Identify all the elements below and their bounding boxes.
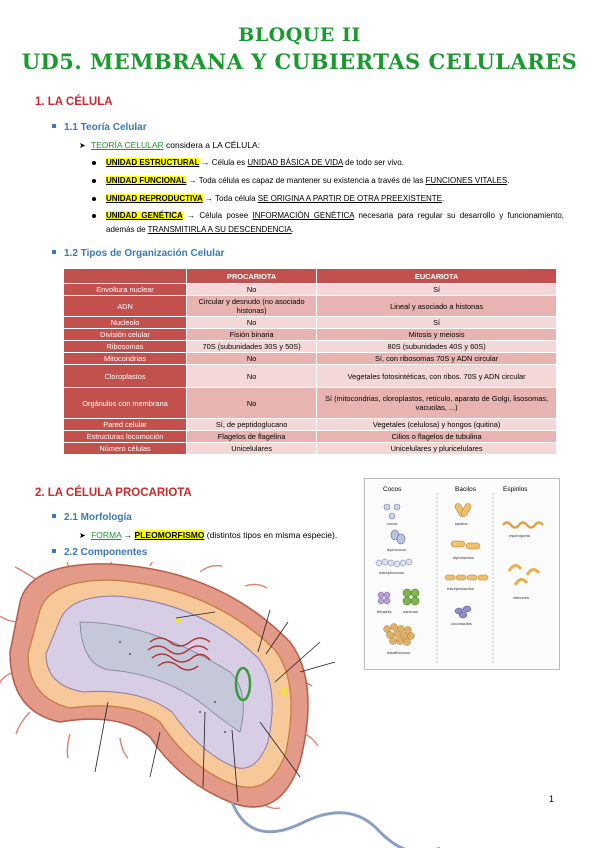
subsection-2-2-heading: 2.2 Componentes [52, 547, 147, 558]
label-bacilos: bacilos [455, 521, 467, 526]
section-1-heading: 1. LA CÉLULA [35, 96, 113, 108]
label-tetradas: tétradas [377, 609, 391, 614]
col-title-espirilos: Espirilos [503, 486, 528, 493]
label-estafilococos: estafilococos [387, 650, 410, 655]
subsection-1-2-heading: 1.2 Tipos de Organización Celular [52, 248, 224, 259]
teoria-celular-intro: ➤ TEORÍA CELULAR considera a LA CÉLULA: [79, 140, 261, 150]
col-title-bacilos: Bacilos [455, 486, 477, 493]
subsection-1-1-heading: 1.1 Teoría Celular [52, 122, 147, 133]
label-sarcinas: sarcinas [403, 609, 418, 614]
arrow-bullet-icon: ➤ [79, 141, 86, 150]
bullet-square [52, 250, 56, 254]
teoria-celular-link[interactable]: TEORÍA CELULAR [90, 140, 164, 150]
bacteria-morphology-figure: Cocos Bacilos Espirilos cocos diplococos… [364, 478, 560, 670]
bullet-square [52, 124, 56, 128]
label-diplobacilos: diplobacilos [453, 555, 474, 560]
label-estreptobacilos: estreptobacilos [447, 586, 474, 591]
section-2-heading: 2. LA CÉLULA PROCARIOTA [35, 487, 192, 499]
label-cocobacilos: cocobacilos [451, 621, 472, 626]
morphology-illustration: Cocos Bacilos Espirilos cocos diplococos… [375, 486, 544, 663]
bullet-unidad-estructural: UNIDAD ESTRUCTURAL → Célula es UNIDAD BÁ… [92, 156, 564, 170]
page-number: 1 [549, 794, 555, 804]
bullet-square [52, 514, 56, 518]
prokaryotic-cell-illustration [0, 562, 440, 848]
page-subtitle: UD5. MEMBRANA Y CUBIERTAS CELULARES [21, 49, 578, 74]
table-header: EUCARIOTA [316, 268, 557, 284]
bullet-unidad-funcional: UNIDAD FUNCIONAL → Toda célula es capaz … [92, 174, 564, 188]
forma-link[interactable]: FORMA [91, 530, 122, 540]
label-diplococos: diplococos [387, 547, 406, 552]
label-estreptococos: estreptococos [379, 570, 404, 575]
bullet-unidad-genetica: UNIDAD GENÉTICA → Célula posee INFORMACI… [92, 209, 564, 237]
arrow-bullet-icon: ➤ [79, 531, 86, 540]
bullet-unidad-reproductiva: UNIDAD REPRODUCTIVA → Toda célula SE ORI… [92, 192, 564, 206]
label-espiroqueta: espiroqueta [509, 533, 531, 538]
subsection-2-1-heading: 2.1 Morfología [52, 512, 132, 523]
forma-line: ➤ FORMA → PLEOMORFISMO (distintos tipos … [79, 530, 338, 540]
label-cocos: cocos [387, 521, 397, 526]
page-title: BLOQUE II [238, 24, 361, 46]
bullet-square [52, 549, 56, 553]
label-vibriones: vibriones [513, 595, 529, 600]
table-header: PROCARIOTA [185, 268, 318, 284]
table-header [63, 268, 187, 284]
col-title-cocos: Cocos [383, 486, 402, 493]
